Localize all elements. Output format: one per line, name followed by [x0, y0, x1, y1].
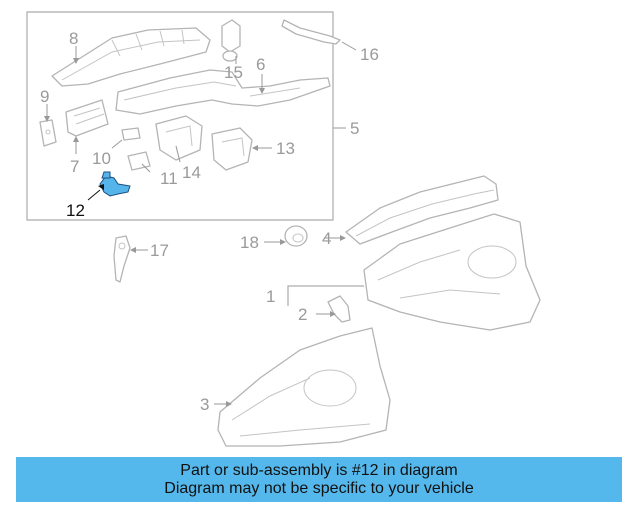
leader-lines [44, 41, 364, 407]
callout-13: 13 [276, 139, 295, 158]
callout-1: 1 [266, 287, 275, 306]
callout-4: 4 [322, 229, 331, 248]
inset-frame [26, 11, 334, 221]
part-2-bracket [327, 295, 351, 323]
part-18-grommet [284, 225, 308, 247]
callout-15: 15 [224, 63, 243, 82]
callout-7: 7 [70, 157, 79, 176]
part-1-inner-fender [363, 213, 541, 331]
callout-11: 11 [160, 169, 178, 188]
part-7-panel [65, 99, 109, 137]
part-9-bracket [39, 119, 57, 147]
callout-5: 5 [350, 119, 359, 138]
callout-2: 2 [298, 305, 307, 324]
part-15-cap [221, 19, 241, 62]
callout-3: 3 [200, 395, 209, 414]
part-3-fender [217, 327, 391, 447]
part-6-lower-rail [115, 69, 331, 115]
part-8-upper-rail [51, 27, 211, 87]
part-11-block [127, 151, 151, 171]
callout-6: 6 [256, 55, 265, 74]
part-17-hook [113, 235, 131, 283]
part-4-upper-apron [345, 175, 499, 245]
banner-line-1: Part or sub-assembly is #12 in diagram [180, 462, 458, 479]
callout-8: 8 [69, 29, 78, 48]
part-12-highlighted [99, 171, 131, 197]
callout-17: 17 [150, 241, 169, 260]
callout-16: 16 [360, 45, 379, 64]
callout-10: 10 [92, 149, 111, 168]
banner-line-2: Diagram may not be specific to your vehi… [164, 480, 474, 497]
callout-14: 14 [182, 163, 201, 182]
part-10-clip [121, 127, 141, 141]
callout-9: 9 [40, 87, 49, 106]
callout-12: 12 [66, 201, 85, 220]
part-16-seal [281, 19, 341, 45]
part-14-reinforcement [155, 115, 203, 161]
part-13-bracket [211, 127, 253, 171]
callout-18: 18 [240, 233, 259, 252]
info-banner: Part or sub-assembly is #12 in diagram D… [16, 457, 622, 502]
